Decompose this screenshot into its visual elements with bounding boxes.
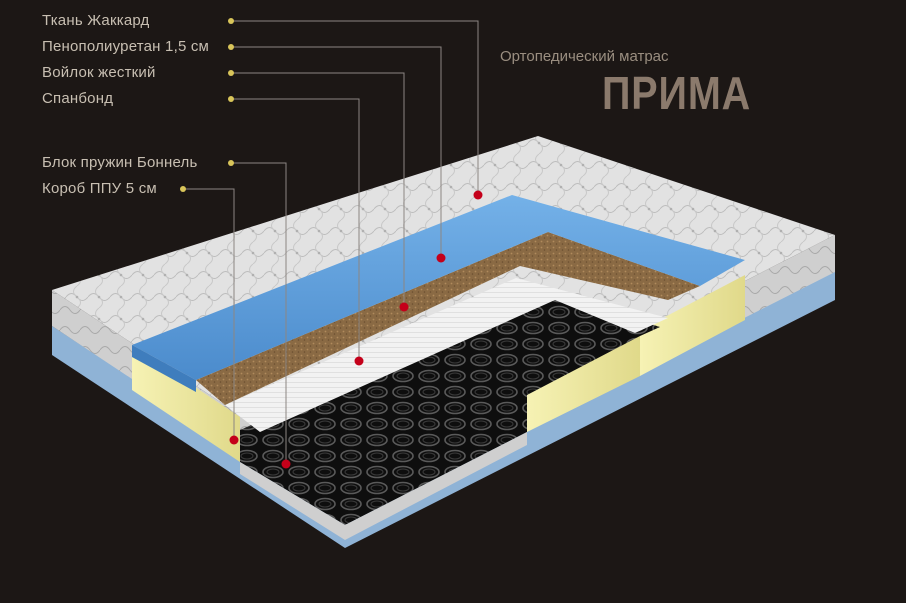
spring-block — [240, 292, 660, 525]
spring-block-base — [240, 432, 527, 540]
leader-lines — [183, 20, 479, 464]
leader-dot-springs — [228, 160, 234, 166]
layer-label-ppu: Пенополиуретан 1,5 см — [42, 38, 210, 55]
marker-box — [229, 435, 239, 445]
leader-dot-jacquard — [228, 18, 234, 24]
layer-label-jacquard: Ткань Жаккард — [42, 12, 150, 29]
marker-ppu — [436, 253, 446, 263]
spunbond-layer — [225, 278, 668, 432]
felt-layer — [196, 232, 700, 405]
ppu-foam-front — [132, 345, 196, 392]
layer-label-spunbond: Спанбонд — [42, 90, 114, 107]
leader-dot-box — [180, 186, 186, 192]
marker-spunbond — [354, 356, 364, 366]
layer-label-springs: Блок пружин Боннель — [42, 154, 198, 171]
leader-dots — [180, 18, 234, 192]
leader-dot-felt — [228, 70, 234, 76]
ppu-foam-top — [132, 195, 745, 380]
product-title: ПРИМА — [602, 67, 752, 119]
layer-label-box: Короб ППУ 5 см — [42, 180, 157, 197]
leader-dot-spunbond — [228, 96, 234, 102]
layer-label-felt: Войлок жесткий — [42, 64, 156, 81]
marker-jacquard — [473, 190, 483, 200]
marker-felt — [399, 302, 409, 312]
foam-box-right-wall — [640, 275, 745, 376]
marker-springs — [281, 459, 291, 469]
leader-dot-ppu — [228, 44, 234, 50]
foam-box-left-wall — [132, 345, 240, 462]
marker-dots — [229, 190, 483, 469]
product-subtitle: Ортопедический матрас — [500, 48, 669, 65]
